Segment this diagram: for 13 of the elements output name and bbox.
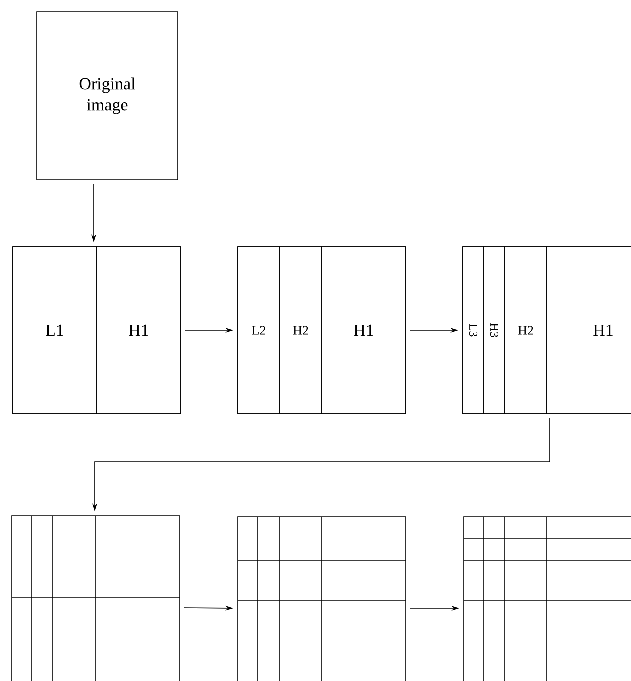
band-cell: H3: [484, 246, 506, 414]
band-cell: H2: [504, 246, 548, 414]
grid-drawing: [464, 516, 631, 681]
band-cell: L3: [462, 246, 484, 414]
band-cell: H1: [96, 246, 182, 414]
band-cell: H1: [322, 246, 406, 414]
band-cell: L1: [12, 246, 98, 414]
band-cell: H2: [280, 246, 322, 414]
grid-drawing: [238, 516, 406, 681]
band-cell: H1: [546, 246, 631, 414]
image-box: Original image: [36, 12, 178, 180]
grid-drawing: [12, 516, 180, 681]
band-cell: L2: [238, 246, 280, 414]
